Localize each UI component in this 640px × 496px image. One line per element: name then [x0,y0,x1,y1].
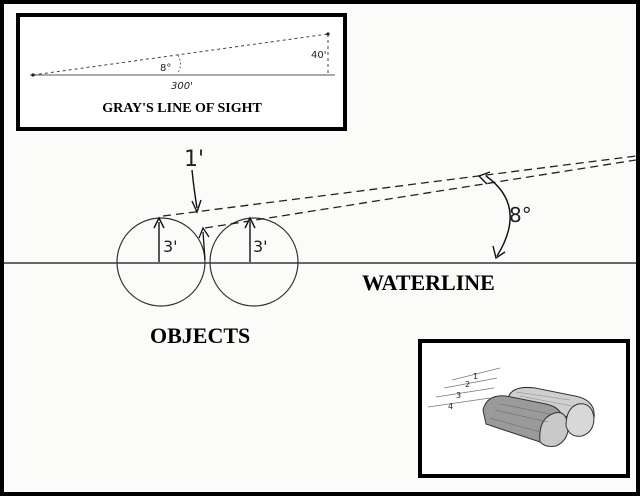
line-number-2: 2 [465,380,470,389]
inset-line-of-sight: 8° 300' 40' GRAY'S LINE OF SIGHT [16,13,347,131]
main-angle-label: 8° [509,203,532,227]
object-right-circle [209,217,299,307]
waterline-label: WATERLINE [362,270,495,295]
inset-top-border [16,13,347,131]
left-height-label: 3' [163,237,178,256]
inset-caption: GRAY'S LINE OF SIGHT [102,101,262,116]
sight-line-upper [162,155,637,217]
inset-distance-label: 300' [171,81,193,92]
inset-angle-arc [177,54,181,74]
main-diagram: 3' 3' 1' 8° WATERLINE OBJECTS [4,147,637,348]
middle-arrow [202,231,206,261]
gap-label: 1' [184,147,204,172]
inset-observer-point [31,73,35,77]
objects-label: OBJECTS [150,323,250,348]
inset-logs-sketch: 1 2 3 4 [418,339,630,478]
line-number-1: 1 [473,372,478,381]
inset-height-label: 40' [311,50,326,61]
inset-sight-line [32,33,329,76]
main-angle-arc [485,175,511,257]
back-log-end [565,403,595,437]
right-height-label: 3' [253,237,268,256]
inset-top-point [326,32,330,36]
line-number-4: 4 [448,402,453,411]
object-left-circle [116,217,206,307]
gap-pointer-arrow [191,169,198,209]
inset-angle-label: 8° [160,63,171,74]
sight-line-lower [204,159,637,229]
line-number-3: 3 [456,391,461,400]
